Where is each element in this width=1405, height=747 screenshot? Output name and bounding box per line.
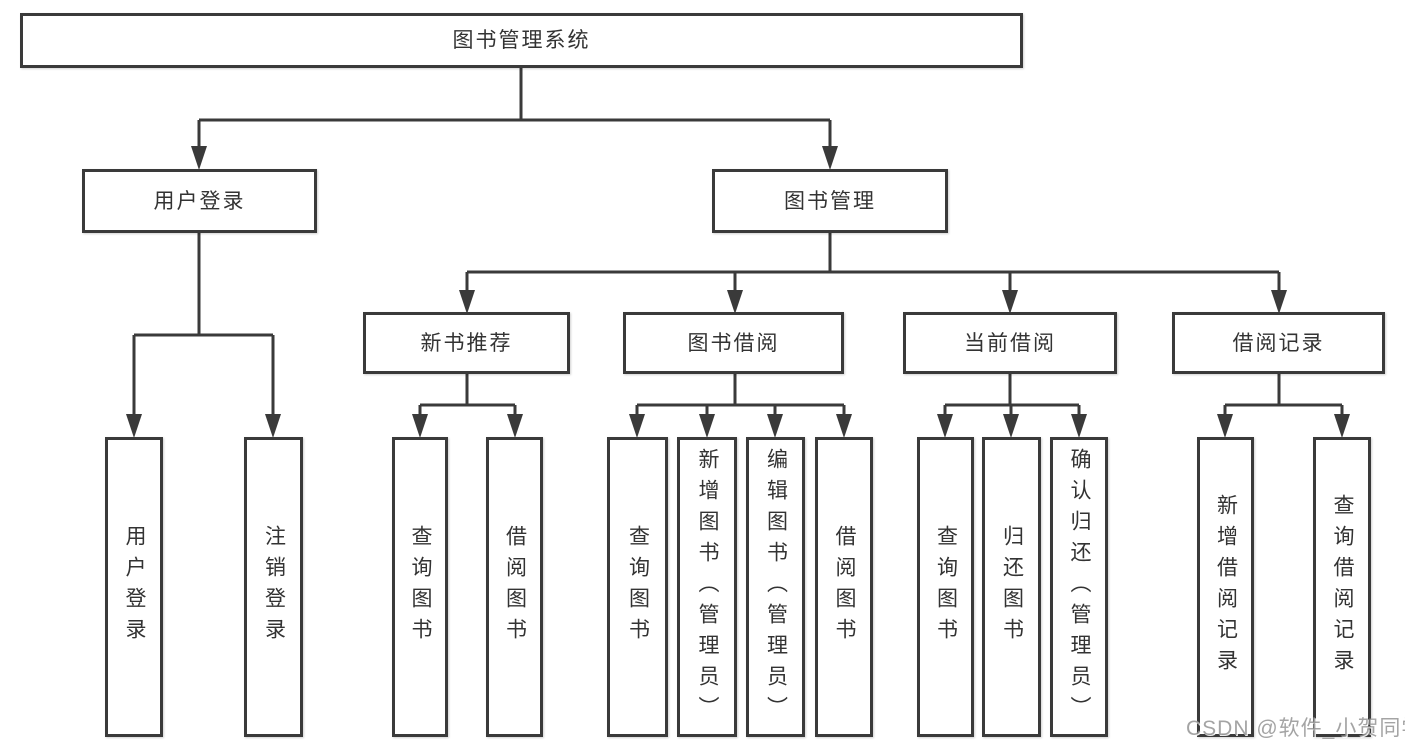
node-current-confirm-return-admin: 确认归还（管理员） [1050, 437, 1108, 737]
node-borrow-edit-books-admin: 编辑图书（管理员） [746, 437, 805, 737]
node-current-query-books: 查询图书 [917, 437, 974, 737]
node-newbook-query-books: 查询图书 [392, 437, 448, 737]
node-user-login-action: 用户登录 [105, 437, 163, 737]
node-book-borrow: 图书借阅 [623, 312, 844, 374]
node-user-login: 用户登录 [82, 169, 317, 233]
node-borrow-records: 借阅记录 [1172, 312, 1385, 374]
watermark-text: CSDN @软件_小贺同学 [1186, 717, 1405, 740]
node-borrow-borrow-books: 借阅图书 [815, 437, 873, 737]
node-borrow-add-books-admin: 新增图书（管理员） [677, 437, 737, 737]
node-new-book-recommend: 新书推荐 [363, 312, 570, 374]
node-record-add: 新增借阅记录 [1197, 437, 1254, 737]
node-newbook-borrow-books: 借阅图书 [486, 437, 543, 737]
node-current-return-books: 归还图书 [982, 437, 1041, 737]
node-record-query: 查询借阅记录 [1313, 437, 1371, 737]
node-root-system: 图书管理系统 [20, 13, 1023, 68]
node-logout-action: 注销登录 [244, 437, 303, 737]
node-current-borrow: 当前借阅 [903, 312, 1117, 374]
node-book-management: 图书管理 [712, 169, 948, 233]
node-borrow-query-books: 查询图书 [607, 437, 668, 737]
